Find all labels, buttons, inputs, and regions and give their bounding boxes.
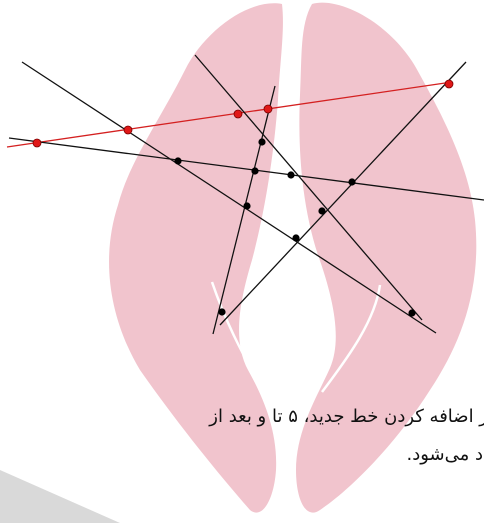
black-point	[348, 178, 355, 185]
red-point	[33, 139, 41, 147]
black-point	[218, 308, 225, 315]
black-point	[174, 157, 181, 164]
caption-line-1: ز اضافه کردن خط جدید، ۵ تا و بعد از	[209, 408, 484, 426]
pink-petal-left	[109, 3, 283, 512]
red-point	[445, 80, 453, 88]
red-point	[234, 110, 242, 118]
black-point	[318, 207, 325, 214]
caption-line-2: اد می‌شود.	[406, 446, 484, 464]
black-point	[258, 138, 265, 145]
black-point	[287, 171, 294, 178]
black-point	[251, 167, 258, 174]
black-point	[292, 234, 299, 241]
black-point	[408, 309, 415, 316]
red-point	[264, 105, 272, 113]
gray-band	[0, 470, 120, 523]
black-point	[243, 202, 250, 209]
red-point	[124, 126, 132, 134]
